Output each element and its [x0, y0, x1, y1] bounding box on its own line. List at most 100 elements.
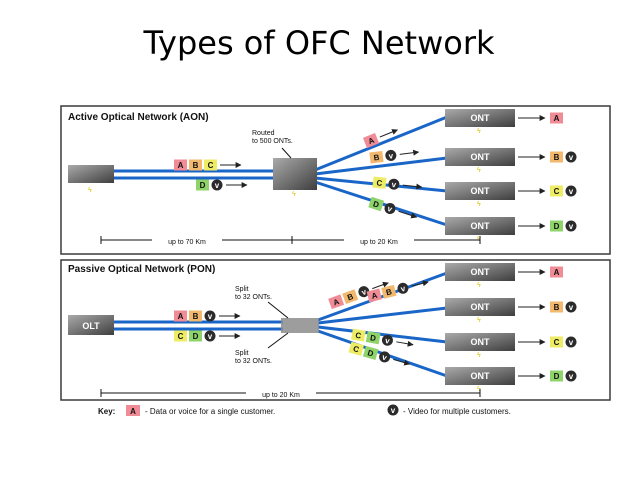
- data-tag-label: B: [385, 287, 393, 297]
- data-tag-label: C: [554, 338, 560, 347]
- pon-fibers: [112, 271, 448, 378]
- aon-distance-right-bg: [344, 236, 414, 245]
- data-tag-a: [550, 266, 563, 278]
- pon-distance: up to 20 Km: [262, 392, 300, 399]
- ont-label: ONT: [471, 113, 491, 123]
- video-icon: [379, 351, 391, 363]
- data-tag-a: [550, 112, 563, 124]
- key-label: Key:: [98, 407, 115, 416]
- note-line: Split: [235, 350, 249, 357]
- pon-olt-device: [68, 315, 114, 335]
- video-tag-label: v: [215, 181, 220, 190]
- pon-splitter: [281, 318, 319, 333]
- data-tag-b: [189, 310, 202, 322]
- data-tag-label: A: [178, 161, 184, 170]
- video-tag-label: v: [391, 180, 397, 189]
- data-tag-a: [366, 288, 382, 303]
- ont-label: ONT: [471, 186, 491, 196]
- video-icon: [565, 185, 577, 197]
- video-tag-label: v: [208, 332, 213, 341]
- data-tag-c: [348, 341, 365, 356]
- flow-arrow: [402, 183, 423, 190]
- data-tag-c: [550, 185, 563, 197]
- ont-indicator-icon: ϟ: [477, 352, 481, 359]
- pon-split-pointer-bottom: [267, 332, 289, 349]
- data-tag-label: D: [369, 333, 376, 343]
- ont-box: [445, 148, 515, 166]
- video-tag-label: v: [381, 352, 388, 362]
- data-tag-d: [368, 196, 385, 212]
- ont-box: [445, 367, 515, 385]
- data-tag-label: C: [352, 344, 360, 354]
- data-tag-label: D: [372, 199, 380, 209]
- video-icon: [565, 220, 577, 232]
- video-icon: [388, 178, 400, 190]
- aon-router-indicator: ϟ: [292, 191, 296, 198]
- video-tag-label: v: [208, 312, 213, 321]
- data-tag-d: [189, 330, 202, 342]
- ont-indicator-icon: ϟ: [477, 128, 481, 135]
- data-tag-b: [369, 150, 384, 164]
- ont-box: [445, 217, 515, 235]
- data-tag-b: [342, 289, 359, 305]
- tag-group: A: [362, 129, 399, 149]
- key-tag-v-label: v: [391, 406, 396, 415]
- video-tag-label: v: [569, 187, 574, 196]
- key-legend: Key: A - Data or voice for a single cust…: [98, 404, 511, 416]
- video-tag-label: v: [360, 287, 368, 297]
- data-tag-label: B: [193, 161, 199, 170]
- data-tag-label: D: [367, 348, 375, 358]
- note-line: Routed: [252, 130, 275, 137]
- pon-distance-bg: [246, 389, 316, 398]
- video-tag-label: v: [384, 336, 390, 346]
- aon-title: Active Optical Network (AON): [68, 112, 209, 123]
- video-icon: [381, 334, 393, 346]
- flow-arrow: [399, 149, 420, 156]
- aon-router-pointer: [281, 147, 292, 159]
- video-tag-label: v: [569, 222, 574, 231]
- video-tag-label: v: [386, 204, 394, 214]
- data-tag-label: D: [554, 372, 560, 381]
- data-tag-b: [550, 151, 563, 163]
- aon-source-indicator: ϟ: [88, 187, 92, 194]
- data-tag-label: B: [346, 292, 355, 303]
- data-tag-label: A: [178, 312, 184, 321]
- aon-router: [273, 158, 317, 190]
- key-v-text: - Video for multiple customers.: [403, 407, 511, 416]
- ont-label: ONT: [471, 221, 491, 231]
- note-line: to 500 ONTs.: [252, 138, 293, 145]
- data-tag-c: [204, 159, 217, 171]
- video-icon: [204, 330, 216, 342]
- data-tag-label: A: [367, 136, 376, 147]
- data-tag-label: C: [208, 161, 214, 170]
- video-icon: [211, 179, 223, 191]
- note-line: Split: [235, 286, 249, 293]
- key-tag-a-label: A: [130, 407, 136, 416]
- ont-label: ONT: [471, 152, 491, 162]
- tag-group: A: [550, 266, 563, 278]
- flow-arrow: [372, 281, 389, 290]
- ont-box: [445, 109, 515, 127]
- data-tag-label: D: [200, 181, 206, 190]
- note-line: to 32 ONTs.: [235, 294, 272, 301]
- video-icon: [397, 282, 409, 294]
- video-icon: [387, 404, 399, 416]
